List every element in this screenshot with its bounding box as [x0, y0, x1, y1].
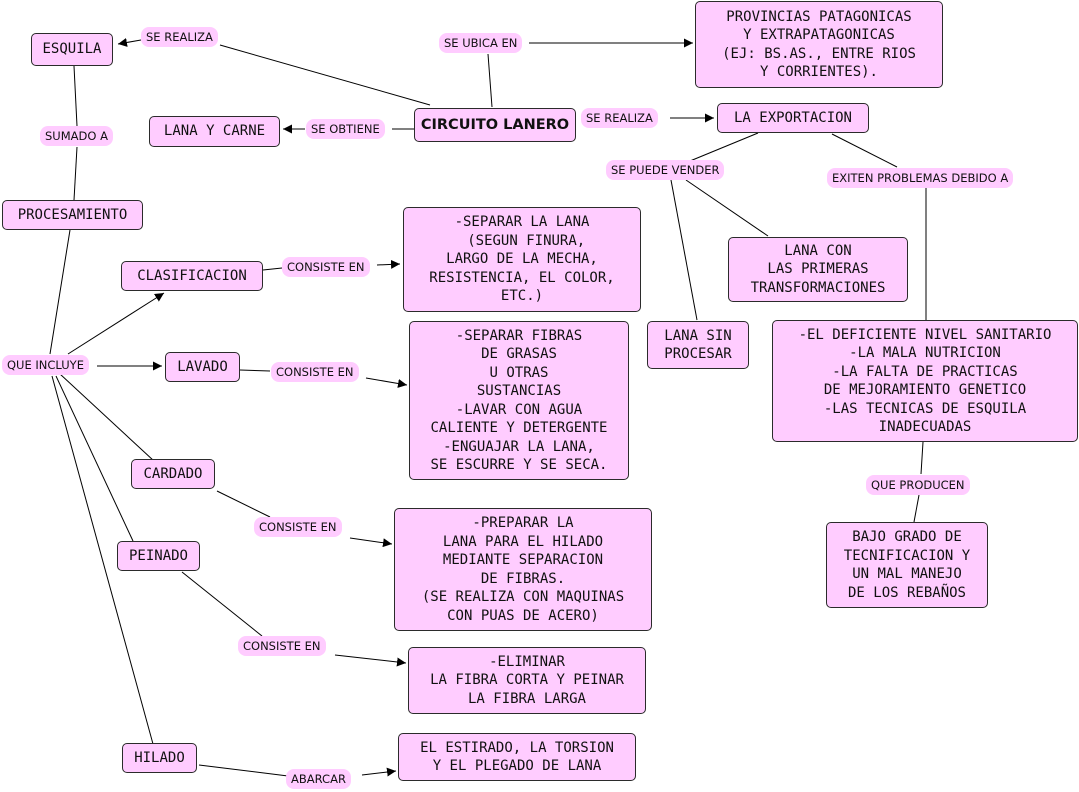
label-se-puede-vender: SE PUEDE VENDER — [606, 160, 725, 180]
arrow-to-hilado-desc — [361, 767, 397, 777]
line-clasificacion-to-consiste — [262, 267, 283, 271]
line-esquila-to-sumado — [73, 65, 78, 127]
label-que-incluye: QUE INCLUYE — [2, 355, 89, 375]
label-que-producen: QUE PRODUCEN — [866, 475, 970, 495]
node-lavado-desc[interactable]: -SEPARAR FIBRAS DE GRASAS U OTRAS SUSTAN… — [409, 321, 629, 480]
node-peinado-desc[interactable]: -ELIMINAR LA FIBRA CORTA Y PEINAR LA FIB… — [408, 647, 646, 714]
node-bajo-grado[interactable]: BAJO GRADO DE TECNIFICACION Y UN MAL MAN… — [826, 522, 988, 608]
label-se-obtiene: SE OBTIENE — [306, 119, 385, 139]
line-exportacion-to-vender — [689, 132, 759, 162]
arrow-to-esquila — [117, 38, 142, 47]
node-problemas[interactable]: -EL DEFICIENTE NIVEL SANITARIO -LA MALA … — [772, 320, 1078, 442]
label-consiste-en-peinado: CONSISTE EN — [238, 636, 326, 656]
arrow-to-clasificacion-desc — [376, 259, 401, 269]
line-cardado-to-consiste — [216, 490, 271, 518]
node-hilado[interactable]: HILADO — [122, 743, 197, 773]
label-abarcar: ABARCAR — [286, 769, 351, 789]
node-la-exportacion[interactable]: LA EXPORTACION — [717, 103, 869, 133]
node-cardado-desc[interactable]: -PREPARAR LA LANA PARA EL HILADO MEDIANT… — [394, 508, 652, 631]
node-hilado-desc[interactable]: EL ESTIRADO, LA TORSION Y EL PLEGADO DE … — [398, 733, 636, 781]
node-peinado[interactable]: PEINADO — [117, 541, 200, 571]
line-to-cardado — [59, 373, 155, 462]
node-provincias[interactable]: PROVINCIAS PATAGONICAS Y EXTRAPATAGONICA… — [695, 1, 943, 88]
line-to-hilado — [51, 375, 154, 745]
line-vender-to-lana-con — [685, 179, 769, 237]
node-lavado[interactable]: LAVADO — [165, 352, 240, 382]
node-lana-con-transformaciones[interactable]: LANA CON LAS PRIMERAS TRANSFORMACIONES — [728, 237, 908, 302]
line-lavado-to-consiste — [239, 369, 271, 372]
line-circuito-to-se-ubica — [487, 53, 493, 108]
line-peinado-to-consiste — [181, 571, 263, 637]
label-consiste-en-cardado: CONSISTE EN — [254, 517, 342, 537]
arrow-to-lavado-desc — [365, 377, 408, 388]
label-se-realiza-exportacion: SE REALIZA — [581, 108, 658, 128]
arrow-to-cardado-desc — [349, 537, 393, 548]
node-cardado[interactable]: CARDADO — [131, 459, 215, 489]
label-sumado-a: SUMADO A — [40, 126, 113, 146]
node-clasificacion-desc[interactable]: -SEPARAR LA LANA (SEGUN FINURA, LARGO DE… — [403, 207, 641, 312]
label-exiten-problemas: EXITEN PROBLEMAS DEBIDO A — [827, 168, 1014, 188]
label-se-ubica-en: SE UBICA EN — [439, 33, 523, 53]
line-hilado-to-abarcar — [198, 764, 289, 777]
node-lana-sin-procesar[interactable]: LANA SIN PROCESAR — [647, 321, 749, 369]
node-procesamiento[interactable]: PROCESAMIENTO — [2, 200, 143, 230]
label-se-realiza-esquila: SE REALIZA — [141, 27, 218, 47]
line-vender-to-lana-sin — [670, 179, 698, 321]
line-producen-to-bajo-grado — [913, 494, 920, 523]
label-consiste-en-clasificacion: CONSISTE EN — [282, 257, 370, 277]
node-circuito-lanero[interactable]: CIRCUITO LANERO — [414, 108, 576, 142]
line-problemas-to-producen — [920, 441, 924, 475]
arrow-to-peinado-desc — [334, 654, 407, 667]
arrow-to-clasificacion — [67, 292, 165, 355]
line-sumado-to-procesamiento — [73, 146, 78, 201]
node-lana-y-carne[interactable]: LANA Y CARNE — [149, 116, 280, 147]
line-circuito-to-se-realiza — [219, 44, 431, 106]
line-procesamiento-to-que-incluye — [49, 229, 71, 355]
line-to-peinado — [55, 375, 134, 542]
label-consiste-en-lavado: CONSISTE EN — [271, 362, 359, 382]
node-esquila[interactable]: ESQUILA — [31, 33, 113, 66]
line-exportacion-to-problemas-label — [831, 133, 898, 168]
node-clasificacion[interactable]: CLASIFICACION — [121, 261, 263, 291]
